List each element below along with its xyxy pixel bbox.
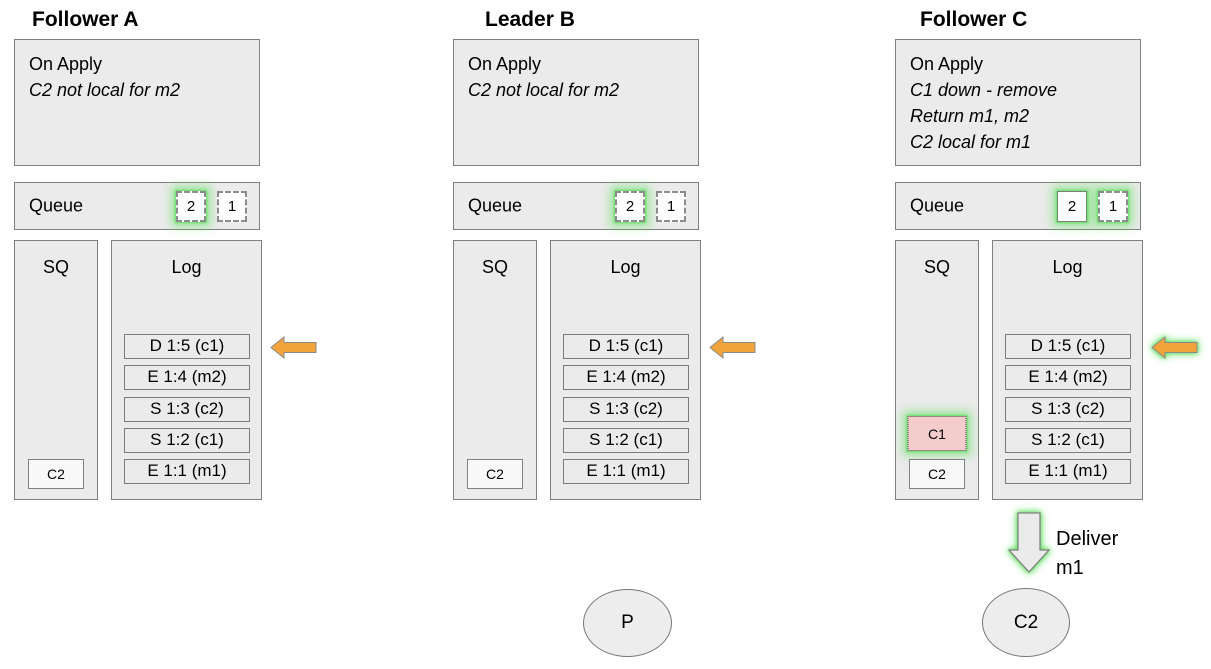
log-entry: E 1:4 (m2) (1005, 365, 1131, 390)
apply-pointer-arrow-icon (709, 335, 756, 360)
consumer-label: C2 (1013, 611, 1039, 633)
deliver-label: Deliver m1 (1056, 525, 1118, 583)
sq-box: SQ C1 C2 (895, 240, 979, 500)
sq-label: SQ (923, 257, 950, 277)
producer-label: P (621, 612, 634, 633)
sq-label: SQ (42, 257, 69, 277)
queue-label: Queue (910, 195, 965, 216)
sq-label: SQ (481, 257, 508, 277)
queue-slot-1: 1 (1098, 191, 1128, 222)
on-apply-box: On Apply C2 not local for m2 (14, 39, 260, 166)
deliver-arrow-icon (1008, 512, 1050, 573)
log-box: Log D 1:5 (c1) E 1:4 (m2) S 1:3 (c2) S 1… (992, 240, 1143, 500)
log-label: Log (610, 257, 641, 277)
on-apply-note: Return m1, m2 (910, 106, 1030, 126)
on-apply-label: On Apply (29, 54, 103, 74)
node-title: Follower A (32, 8, 139, 31)
sq-box: SQ C2 (14, 240, 98, 500)
on-apply-box: On Apply C2 not local for m2 (453, 39, 699, 166)
log-entry: S 1:2 (c1) (1005, 428, 1131, 453)
queue-label: Queue (29, 195, 84, 216)
sq-box: SQ C2 (453, 240, 537, 500)
on-apply-note: C2 not local for m2 (468, 80, 620, 100)
log-entry: E 1:4 (m2) (124, 365, 250, 390)
log-entry: E 1:4 (m2) (563, 365, 689, 390)
on-apply-note: C1 down - remove (910, 80, 1058, 100)
log-box: Log D 1:5 (c1) E 1:4 (m2) S 1:3 (c2) S 1… (111, 240, 262, 500)
queue-slot-2: 2 (176, 191, 206, 222)
log-entry: S 1:3 (c2) (1005, 397, 1131, 422)
log-entry: E 1:1 (m1) (1005, 459, 1131, 484)
log-entry: D 1:5 (c1) (124, 334, 250, 359)
node-follower-c: Follower C On Apply C1 down - remove Ret… (895, 0, 1198, 560)
subscriber-c2: C2 (909, 459, 965, 489)
subscriber-c2: C2 (467, 459, 523, 489)
on-apply-label: On Apply (468, 54, 542, 74)
queue-label: Queue (468, 195, 523, 216)
log-label: Log (171, 257, 202, 277)
node-title: Leader B (485, 8, 575, 31)
node-follower-a: Follower A On Apply C2 not local for m2 … (14, 0, 317, 560)
queue-box: Queue 2 1 (895, 182, 1141, 230)
queue-slot-2: 2 (1057, 191, 1087, 222)
subscriber-c2: C2 (28, 459, 84, 489)
apply-pointer-arrow-icon (270, 335, 317, 360)
log-entry: S 1:3 (c2) (124, 397, 250, 422)
log-box: Log D 1:5 (c1) E 1:4 (m2) S 1:3 (c2) S 1… (550, 240, 701, 500)
apply-pointer-arrow-icon (1151, 335, 1198, 360)
log-entry: S 1:3 (c2) (563, 397, 689, 422)
queue-box: Queue 2 1 (453, 182, 699, 230)
on-apply-note: C2 not local for m2 (29, 80, 181, 100)
deliver-label-line2: m1 (1056, 557, 1084, 579)
on-apply-label: On Apply (910, 54, 984, 74)
log-entry: S 1:2 (c1) (124, 428, 250, 453)
node-leader-b: Leader B On Apply C2 not local for m2 Qu… (453, 0, 756, 560)
queue-slot-2: 2 (615, 191, 645, 222)
log-label: Log (1052, 257, 1083, 277)
queue-slot-1: 1 (656, 191, 686, 222)
producer-ellipse: P (583, 589, 672, 657)
log-entry: S 1:2 (c1) (563, 428, 689, 453)
subscriber-c1-down: C1 (907, 416, 967, 451)
log-entry: E 1:1 (m1) (124, 459, 250, 484)
log-entry: D 1:5 (c1) (563, 334, 689, 359)
deliver-label-line1: Deliver (1056, 528, 1119, 550)
consumer-c2-ellipse: C2 (982, 588, 1070, 657)
queue-box: Queue 2 1 (14, 182, 260, 230)
log-entry: E 1:1 (m1) (563, 459, 689, 484)
queue-slot-1: 1 (217, 191, 247, 222)
node-title: Follower C (920, 8, 1028, 31)
on-apply-box: On Apply C1 down - remove Return m1, m2 … (895, 39, 1141, 166)
log-entry: D 1:5 (c1) (1005, 334, 1131, 359)
on-apply-note: C2 local for m1 (910, 132, 1032, 152)
